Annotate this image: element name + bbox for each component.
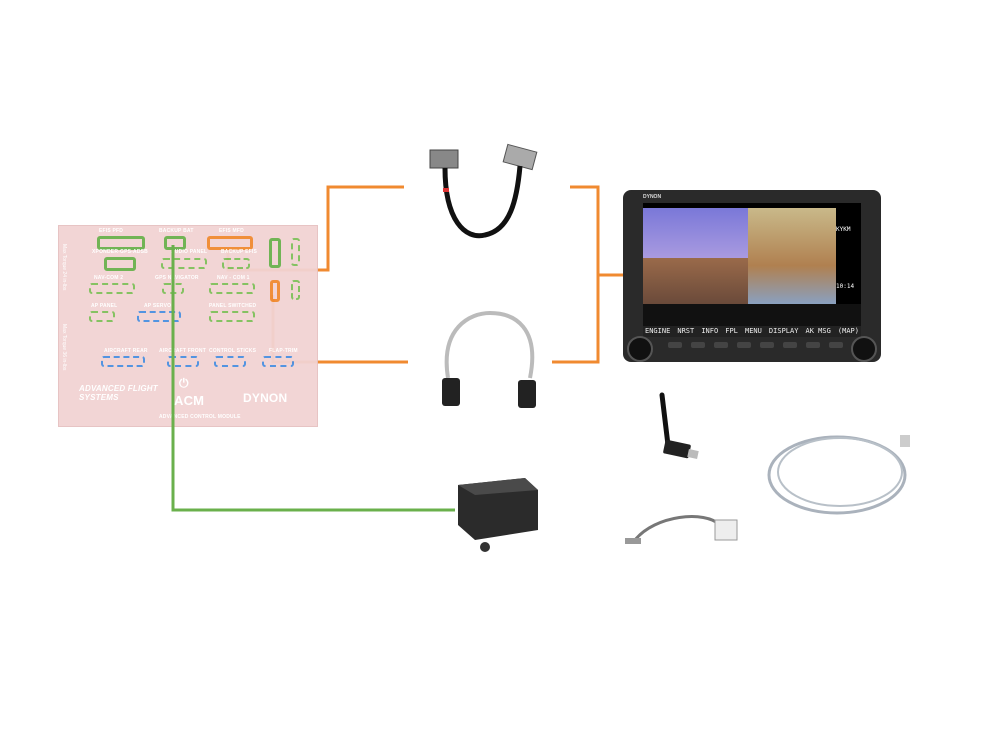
- softkey-button: [668, 342, 682, 348]
- label-aircraft-front: AIRCRAFT FRONT: [159, 348, 206, 354]
- left-knob: [627, 336, 653, 362]
- label-backup-efis: BACKUP EFIS: [221, 249, 258, 255]
- softkey-label: NRST: [677, 327, 695, 335]
- label-xponder: XPONDER-GPS-ADSB: [92, 249, 148, 255]
- label-nav-com-1: NAV - COM 1: [217, 275, 250, 281]
- label-flap-trim: FLAP-TRIM: [269, 348, 298, 354]
- connector-efis-pfd: [97, 236, 145, 250]
- connector-vertical-1: [269, 238, 281, 268]
- time-readout: 10:14: [836, 283, 855, 290]
- board-subtitle: ADVANCED CONTROL MODULE: [159, 414, 241, 420]
- connector-aircraft-rear: [101, 356, 145, 367]
- pfd-terrain: [643, 258, 748, 304]
- network-cable: [767, 435, 910, 515]
- connector-vertical-2: [291, 238, 300, 266]
- softkey-label: INFO: [701, 327, 719, 335]
- moving-map: [748, 208, 836, 304]
- logo-acm: ACM: [174, 393, 205, 408]
- softkey-label: AK MSG: [805, 327, 831, 335]
- softkey-button: [714, 342, 728, 348]
- label-audio-panel: AUDIO PANEL: [171, 249, 208, 255]
- serial-harness-cable: [442, 310, 536, 408]
- softkey-button: [783, 342, 797, 348]
- label-control-sticks: CONTROL STICKS: [209, 348, 257, 354]
- connector-panel-switched: [209, 311, 255, 322]
- pfd-sky: [643, 208, 748, 258]
- connector-xponder: [104, 257, 136, 271]
- connector-backup-efis: [222, 258, 250, 269]
- label-ap-panel: AP PANEL: [91, 303, 118, 309]
- label-ap-servos: AP SERVOS: [144, 303, 175, 309]
- label-nav-com-2: NAV-COM 2: [94, 275, 124, 281]
- dynon-skyview-display: DYNON KYKM 10:14 ENGINE NRST INFO FPL ME…: [623, 190, 881, 362]
- connector-aircraft-front: [167, 356, 199, 367]
- label-gps-navigator: GPS NAVIGATOR: [155, 275, 199, 281]
- power-icon: ⏻: [179, 376, 189, 390]
- right-knob: [851, 336, 877, 362]
- wifi-adapter: [659, 392, 699, 459]
- display-brand: DYNON: [643, 194, 662, 200]
- connector-flap-trim: [262, 356, 294, 367]
- softkey-label: MENU: [744, 327, 762, 335]
- label-backup-bat: BACKUP BAT: [159, 228, 194, 234]
- softkey-bar: ENGINE NRST INFO FPL MENU DISPLAY AK MSG…: [643, 326, 861, 337]
- label-efis-pfd: EFIS PFD: [99, 228, 124, 234]
- softkey-button: [737, 342, 751, 348]
- efis-harness-cable: [429, 143, 538, 239]
- usb-cable: [625, 515, 738, 544]
- adahrs-module: [458, 478, 538, 552]
- label-panel-switched: PANEL SWITCHED: [209, 303, 257, 309]
- label-efis-mfd: EFIS MFD: [219, 228, 244, 234]
- connector-small-orange: [270, 280, 280, 302]
- softkey-button: [806, 342, 820, 348]
- softkey-label: (MAP): [837, 327, 859, 335]
- advanced-control-module-board: EFIS PFD BACKUP BAT EFIS MFD XPONDER-GPS…: [58, 225, 318, 427]
- connector-ap-servos: [137, 311, 181, 322]
- connector-efis-mfd: [207, 236, 253, 250]
- connector-backup-bat: [164, 236, 186, 250]
- softkey-button: [691, 342, 705, 348]
- connector-nav-com-2: [89, 283, 135, 294]
- connector-nav-com-1: [209, 283, 255, 294]
- waypoint-id: KYKM: [836, 226, 851, 233]
- softkey-label: FPL: [725, 327, 738, 335]
- connector-audio-panel: [161, 258, 207, 269]
- softkey-button: [760, 342, 774, 348]
- label-aircraft-rear: AIRCRAFT REAR: [104, 348, 148, 354]
- connector-control-sticks: [214, 356, 246, 367]
- connector-vertical-3: [291, 280, 300, 300]
- softkey-label: DISPLAY: [768, 327, 799, 335]
- logo-advanced-flight-systems: ADVANCED FLIGHT SYSTEMS: [79, 384, 158, 402]
- display-screen: KYKM 10:14 ENGINE NRST INFO FPL MENU DIS…: [643, 203, 861, 337]
- softkey-label: ENGINE: [645, 327, 671, 335]
- engine-strip: [643, 304, 861, 326]
- logo-dynon: DYNON: [243, 391, 288, 405]
- softkey-button: [829, 342, 843, 348]
- connector-ap-panel: [89, 311, 115, 322]
